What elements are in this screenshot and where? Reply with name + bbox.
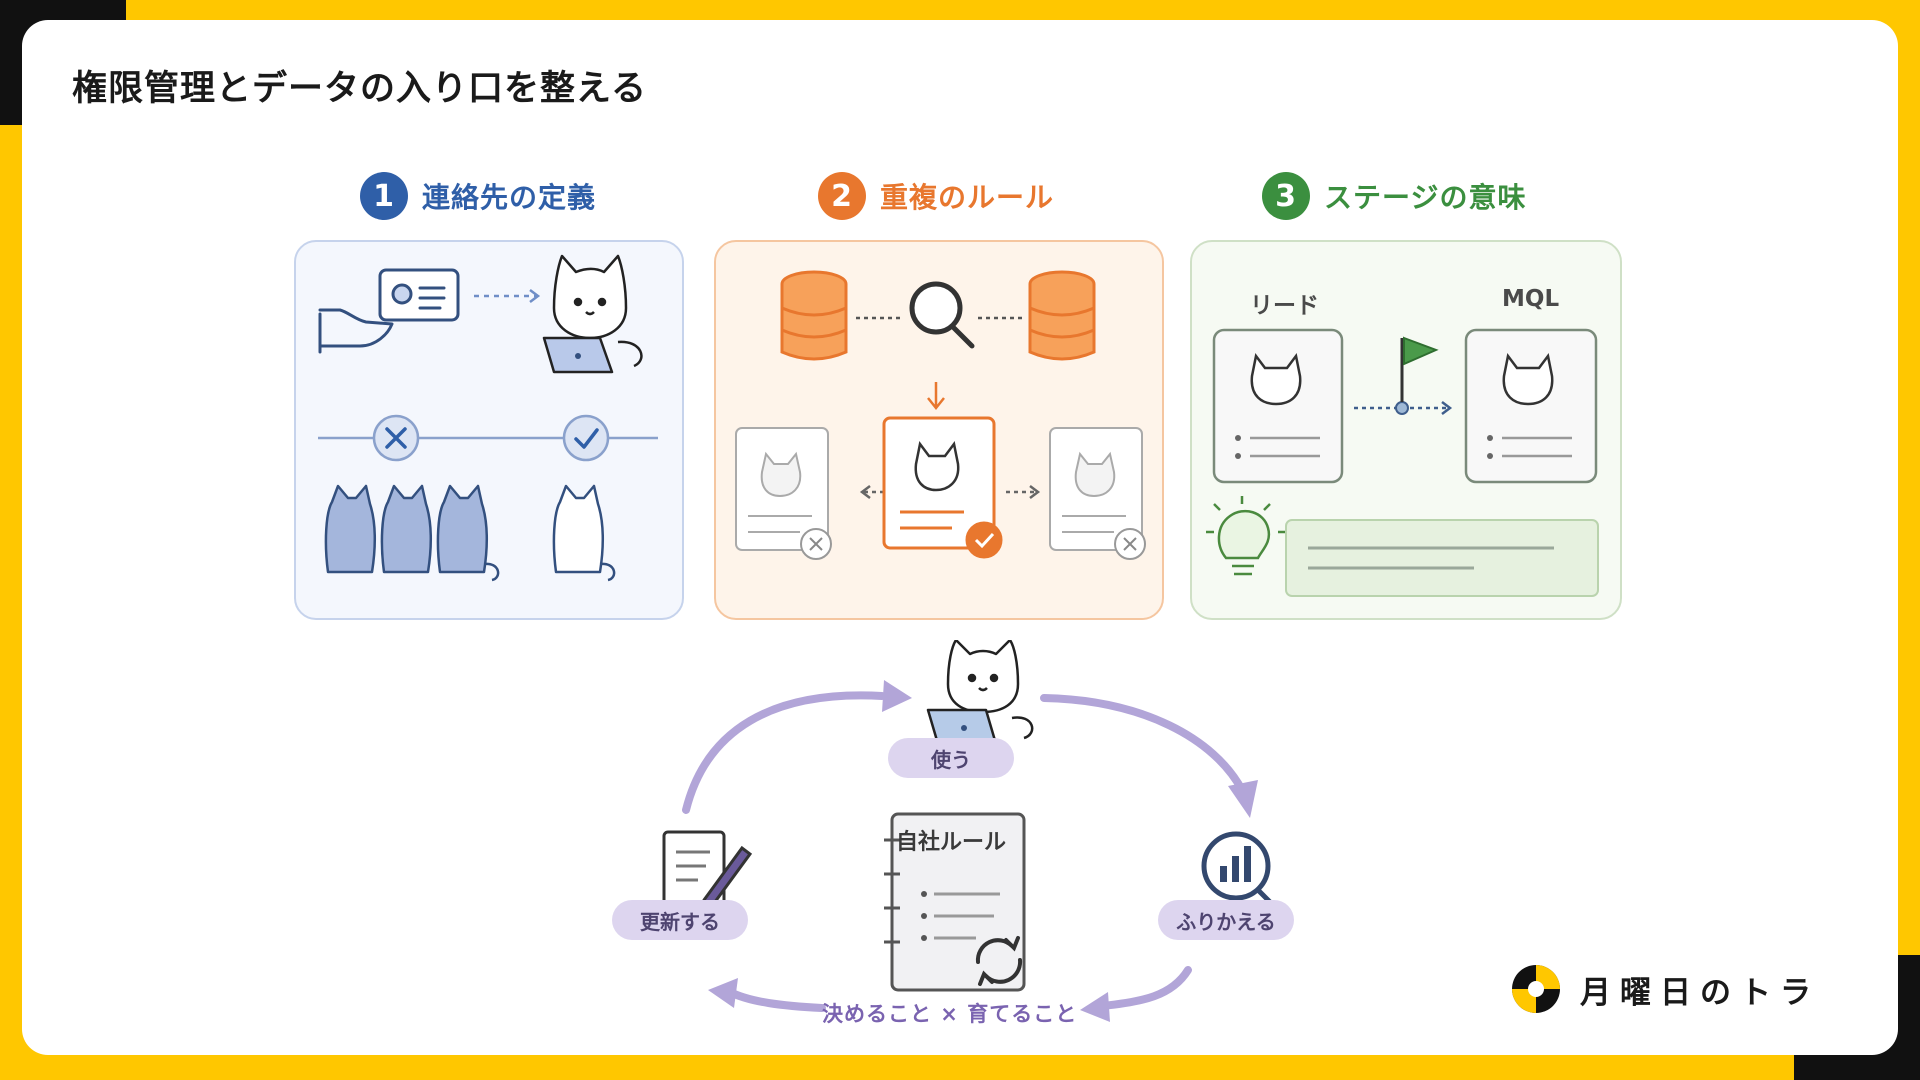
rejected-card-right xyxy=(1049,427,1146,560)
cat-laptop-icon xyxy=(542,254,643,374)
refresh-icon xyxy=(975,936,1023,986)
cross-circle-icon xyxy=(372,414,420,462)
step-3-title: 3 ステージの意味 xyxy=(1262,172,1526,220)
rejected-card-left xyxy=(735,427,832,560)
rules-title: 自社ルール xyxy=(896,830,1007,855)
document-pen-icon xyxy=(662,830,753,913)
chart-magnifier-icon xyxy=(1201,831,1283,915)
step-1-title: 1 連絡先の定義 xyxy=(360,172,596,220)
use-label: 使う xyxy=(888,738,1014,778)
check-circle-icon xyxy=(562,414,610,462)
selected-card xyxy=(882,416,1003,559)
update-label: 更新する xyxy=(612,900,748,940)
step-1-number: 1 xyxy=(360,172,408,220)
magnifier-icon xyxy=(909,281,975,349)
cat-laptop-icon xyxy=(926,640,1034,746)
mql-card xyxy=(1464,328,1598,484)
slide: 権限管理とデータの入り口を整える 1 連絡先の定義 2 重複のルール 3 ステー… xyxy=(22,20,1898,1055)
step-2-title: 2 重複のルール xyxy=(818,172,1054,220)
brand-logo-icon xyxy=(1512,965,1560,1013)
hand-card-icon xyxy=(318,268,460,354)
brand-name: 月曜日のトラ xyxy=(1580,974,1820,1011)
contact-definition-panel xyxy=(294,240,684,620)
lightbulb-icon xyxy=(1206,496,1286,576)
duplicate-rules-panel xyxy=(714,240,1164,620)
step-3-number: 3 xyxy=(1262,172,1310,220)
rules-notebook xyxy=(884,812,1026,992)
cycle-diagram xyxy=(662,640,1283,1022)
stage-from-label: リード xyxy=(1250,293,1319,319)
review-label: ふりかえる xyxy=(1158,900,1294,940)
step-2-number: 2 xyxy=(818,172,866,220)
database-icon xyxy=(780,270,848,361)
brand: 月曜日のトラ xyxy=(1510,963,1820,1015)
step-1-label: 連絡先の定義 xyxy=(422,181,597,214)
cycle-caption: 決めること × 育てること xyxy=(822,1002,1078,1026)
flag-icon xyxy=(1400,336,1439,402)
page-title: 権限管理とデータの入り口を整える xyxy=(72,69,647,109)
stage-to-label: MQL xyxy=(1502,286,1560,312)
lead-card xyxy=(1212,328,1344,484)
step-3-label: ステージの意味 xyxy=(1324,181,1527,214)
cats-icon xyxy=(324,484,616,582)
stage-meaning-panel: リード MQL xyxy=(1190,240,1622,620)
step-2-label: 重複のルール xyxy=(880,181,1055,214)
database-icon xyxy=(1028,270,1096,361)
